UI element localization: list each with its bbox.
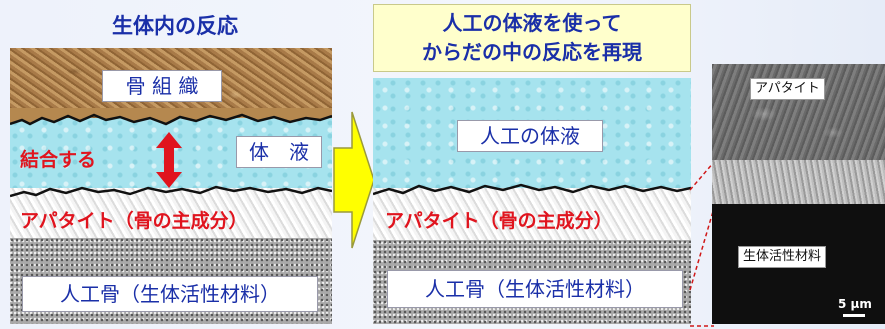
double-vertical-arrow-icon [156,132,182,188]
sem-micrograph: アパタイト 生体活性材料 5 µm [712,64,885,324]
bone-label: 骨 組 織 [102,70,222,102]
artificial-fluid-layer [373,78,691,196]
connector-lines [689,161,715,327]
apatite-label: アパタイト（骨の主成分） [20,210,248,232]
artificial-fluid-label: 人工の体液 [457,120,603,152]
apatite-layer [373,188,691,242]
middle-title-line2: からだの中の反応を再現 [422,40,642,64]
bone-fluid-boundary [10,108,332,126]
fluid-label: 体 液 [236,136,322,168]
left-diagram: 骨 組 織 体 液 結合する アパタイト（骨の主成分） 人工骨（生体活性材料） [10,48,332,324]
sem-apatite-label: アパタイト [750,78,825,100]
bond-label: 結合する [20,149,97,171]
scale-bar [843,314,865,317]
material-label: 人工骨（生体活性材料） [22,276,318,312]
material-label: 人工骨（生体活性材料） [387,270,683,308]
middle-title-line1: 人工の体液を使って [442,11,622,35]
apatite-layer [10,188,332,240]
sem-interface-band [712,160,885,204]
left-title: 生体内の反応 [112,14,238,38]
scale-label: 5 µm [838,297,872,311]
middle-diagram: 人工の体液 アパタイト（骨の主成分） 人工骨（生体活性材料） [373,78,691,324]
middle-title-box [373,4,691,72]
fluid-apatite-boundary [373,183,691,196]
right-arrow-icon [333,111,375,249]
apatite-label: アパタイト（骨の主成分） [385,210,613,232]
fluid-apatite-boundary [10,185,332,198]
sem-material-label: 生体活性材料 [738,246,827,268]
